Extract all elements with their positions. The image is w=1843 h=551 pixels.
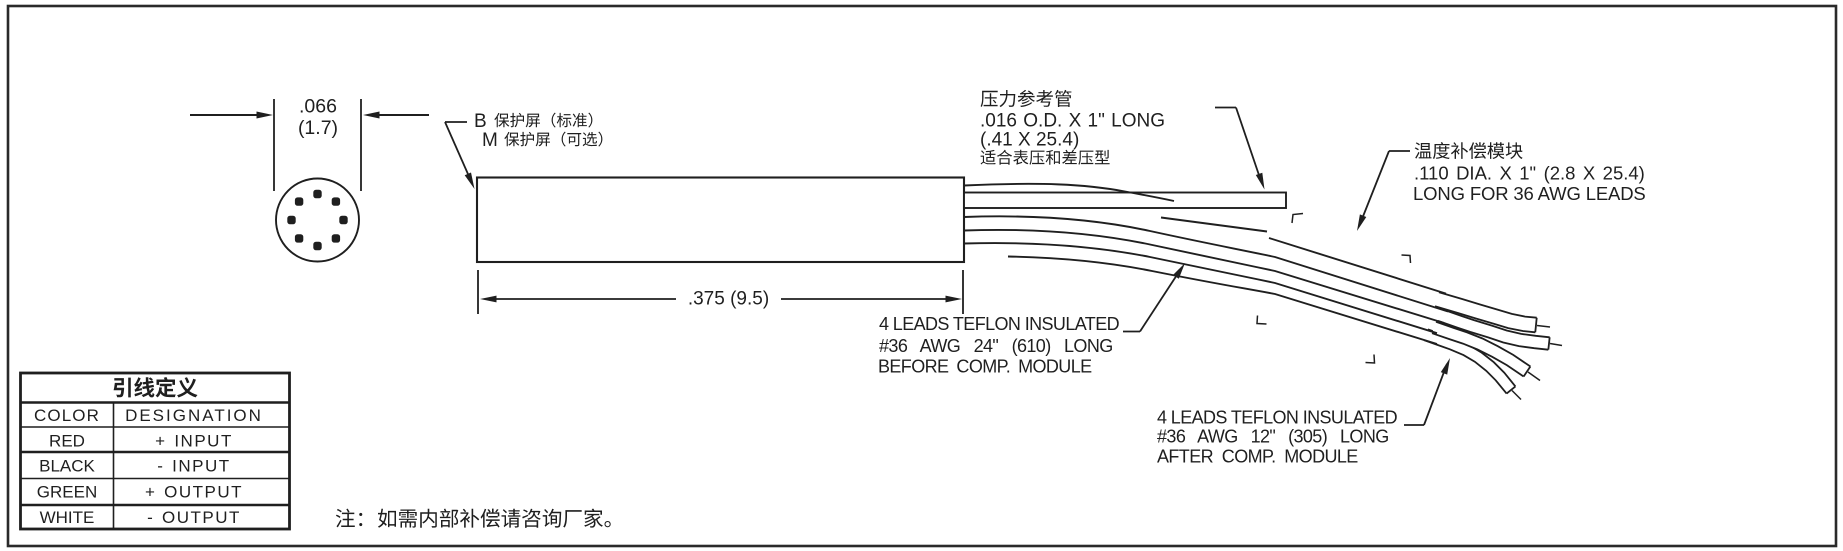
svg-text:.110 DIA. X 1" (2.8 X 25.4): .110 DIA. X 1" (2.8 X 25.4) xyxy=(1414,163,1645,184)
svg-text:COLOR: COLOR xyxy=(34,406,100,425)
svg-text:+ OUTPUT: + OUTPUT xyxy=(145,483,243,502)
svg-text:RED: RED xyxy=(49,432,85,451)
svg-text:.016 O.D. X 1" LONG: .016 O.D. X 1" LONG xyxy=(980,111,1165,132)
svg-text:+ INPUT: + INPUT xyxy=(155,432,233,451)
svg-text:LONG FOR 36 AWG LEADS: LONG FOR 36 AWG LEADS xyxy=(1413,183,1646,204)
svg-text:B: B xyxy=(474,111,487,132)
svg-text:GREEN: GREEN xyxy=(37,483,97,502)
svg-text:M: M xyxy=(482,130,498,151)
svg-text:DESIGNATION: DESIGNATION xyxy=(125,406,263,425)
svg-text:BLACK: BLACK xyxy=(39,457,95,476)
svg-text:- INPUT: - INPUT xyxy=(157,457,230,476)
svg-text:.375 (9.5): .375 (9.5) xyxy=(688,289,769,310)
svg-text:4 LEADS TEFLON INSULATED: 4 LEADS TEFLON INSULATED xyxy=(879,314,1120,334)
svg-text:.066: .066 xyxy=(299,96,337,118)
svg-text:(1.7): (1.7) xyxy=(298,117,338,139)
svg-text:#36 AWG 12" (305) LONG: #36 AWG 12" (305) LONG xyxy=(1157,427,1389,447)
svg-text:4 LEADS TEFLON INSULATED: 4 LEADS TEFLON INSULATED xyxy=(1157,408,1398,428)
svg-text:(.41 X 25.4): (.41 X 25.4) xyxy=(980,130,1079,151)
svg-text:#36 AWG 24" (610) LONG: #36 AWG 24" (610) LONG xyxy=(879,336,1113,356)
svg-text:- OUTPUT: - OUTPUT xyxy=(147,508,241,527)
svg-text:BEFORE COMP. MODULE: BEFORE COMP. MODULE xyxy=(878,357,1092,377)
svg-text:WHITE: WHITE xyxy=(40,508,95,527)
svg-text:AFTER COMP. MODULE: AFTER COMP. MODULE xyxy=(1157,447,1358,467)
